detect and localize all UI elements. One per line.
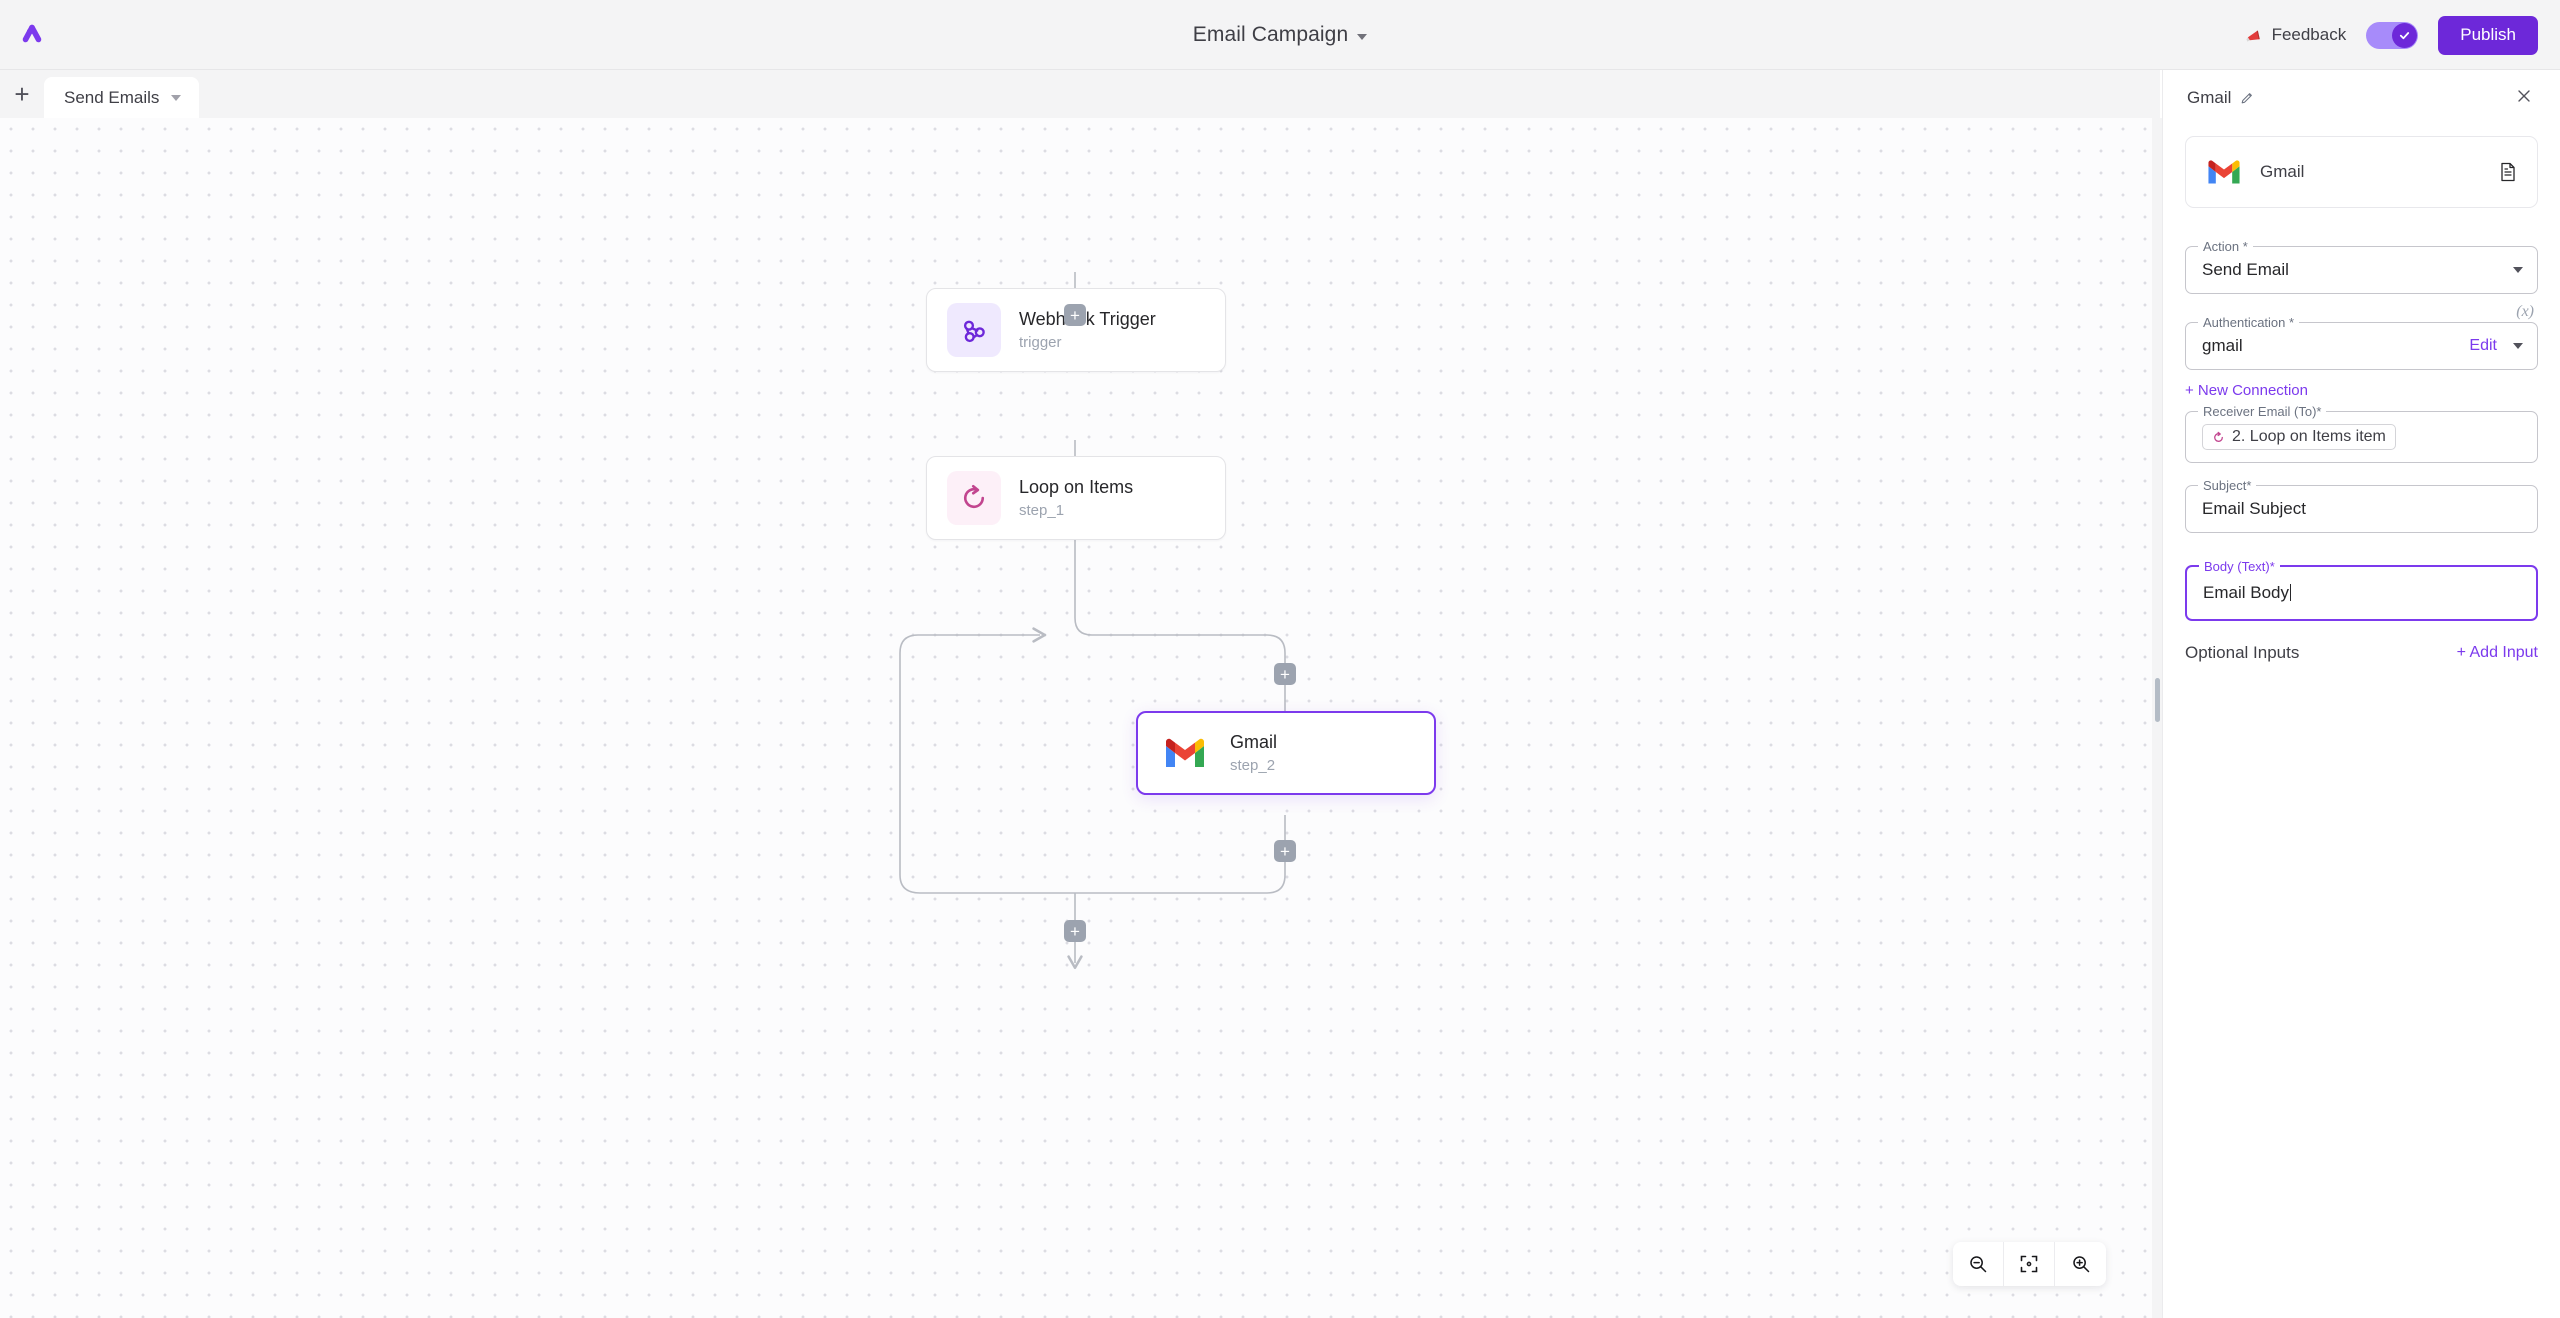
step-settings-panel: Gmail Gmail Action * Send <box>2162 70 2560 1318</box>
magnifier-plus-icon <box>2072 1256 2089 1273</box>
tab-send-emails[interactable]: Send Emails <box>44 77 200 118</box>
chevron-down-icon <box>2513 267 2523 273</box>
panel-title: Gmail <box>2187 88 2232 107</box>
node-text: Gmail step_2 <box>1230 732 1277 774</box>
loop-icon <box>963 484 985 509</box>
page-title: Email Campaign <box>1192 23 1349 46</box>
publish-toggle[interactable] <box>2366 21 2419 49</box>
action-value: Send Email <box>2202 260 2289 279</box>
node-title: Webhook Trigger <box>1019 309 1156 329</box>
node-title: Gmail <box>1230 732 1278 752</box>
node-subtitle: trigger <box>1019 334 1062 351</box>
node-subtitle: step_1 <box>1019 502 1065 519</box>
body-value: Email Body <box>2203 583 2289 602</box>
chevron-down-icon <box>171 94 182 101</box>
magnifier-minus-icon <box>1970 1256 1987 1273</box>
body-label: Body (Text)* <box>2199 559 2280 574</box>
piece-card[interactable]: Gmail <box>2185 136 2538 208</box>
add-tab-button[interactable]: + <box>14 79 30 109</box>
edit-connection-link[interactable]: Edit <box>2469 337 2497 354</box>
node-loop-on-items[interactable]: Loop on Items step_1 <box>926 456 1226 540</box>
node-subtitle: step_2 <box>1230 757 1276 774</box>
node-title: Loop on Items <box>1019 477 1134 497</box>
node-webhook-trigger[interactable]: Webhook Trigger trigger <box>926 288 1226 372</box>
zoom-in-button[interactable] <box>2055 1242 2106 1286</box>
document-icon[interactable] <box>2499 162 2517 182</box>
body-text-input[interactable]: Body (Text)* Email Body <box>2185 559 2538 621</box>
gmail-icon <box>2208 160 2240 184</box>
node-text: Loop on Items step_1 <box>1019 477 1133 519</box>
action-label: Action * <box>2198 239 2253 254</box>
variable-icon[interactable]: (x) <box>2516 303 2534 320</box>
header-center: Email Campaign <box>0 0 2560 70</box>
panel-title-group[interactable]: Gmail <box>2187 88 2254 108</box>
authentication-group: (x) Authentication * gmail Edit <box>2163 303 2560 370</box>
panel-resize-handle[interactable] <box>2152 118 2162 1318</box>
feedback-label: Feedback <box>2271 25 2347 44</box>
chip-text: 2. Loop on Items item <box>2232 428 2386 445</box>
panel-header: Gmail <box>2163 70 2560 126</box>
toggle-knob <box>2392 22 2418 48</box>
authentication-select[interactable]: Authentication * gmail Edit <box>2185 315 2538 370</box>
tab-label: Send Emails <box>64 87 160 107</box>
receiver-email-label: Receiver Email (To)* <box>2198 404 2327 419</box>
loop-icon <box>2214 431 2223 442</box>
receiver-email-input[interactable]: Receiver Email (To)* 2. Loop on Items it… <box>2185 404 2538 463</box>
optional-inputs-label: Optional Inputs <box>2185 643 2300 662</box>
node-text: Webhook Trigger trigger <box>1019 309 1156 351</box>
feedback-button[interactable]: Feedback <box>2245 25 2347 45</box>
flow-title-dropdown[interactable]: Email Campaign <box>1192 23 1368 47</box>
optional-inputs-row: Optional Inputs + Add Input <box>2185 643 2538 663</box>
close-icon[interactable] <box>2516 88 2532 108</box>
header-actions: Feedback Publish <box>2245 0 2538 70</box>
new-connection-link[interactable]: + New Connection <box>2185 382 2308 399</box>
add-input-button[interactable]: + Add Input <box>2456 644 2538 661</box>
subject-input[interactable]: Subject* Email Subject <box>2185 478 2538 533</box>
fit-screen-icon <box>2020 1255 2038 1273</box>
add-step-button[interactable]: + <box>1274 663 1296 685</box>
add-step-button[interactable]: + <box>1274 840 1296 862</box>
gmail-icon <box>1166 738 1204 767</box>
variable-chip[interactable]: 2. Loop on Items item <box>2202 424 2396 450</box>
node-gmail[interactable]: Gmail step_2 <box>1136 711 1436 795</box>
activepieces-logo-icon <box>22 24 42 42</box>
zoom-controls <box>1953 1242 2106 1286</box>
subject-label: Subject* <box>2198 478 2257 493</box>
app-logo[interactable] <box>4 0 60 70</box>
resize-grip <box>2155 678 2160 722</box>
authentication-value: gmail <box>2202 336 2243 355</box>
action-select[interactable]: Action * Send Email <box>2185 239 2538 294</box>
add-step-button[interactable]: + <box>1064 920 1086 942</box>
top-header: Email Campaign Feedback Publish <box>0 0 2560 70</box>
flow-canvas[interactable]: Webhook Trigger trigger Loop on Items st… <box>0 118 2152 1318</box>
authentication-label: Authentication * <box>2198 315 2300 330</box>
add-step-button[interactable]: + <box>1064 304 1086 326</box>
publish-button[interactable]: Publish <box>2438 15 2538 55</box>
megaphone-icon <box>2245 30 2260 42</box>
webhook-icon <box>963 320 985 343</box>
check-icon <box>2400 31 2410 39</box>
node-icon-wrapper <box>947 303 1001 357</box>
chevron-down-icon <box>2513 343 2523 349</box>
zoom-out-button[interactable] <box>1953 1242 2004 1286</box>
piece-name: Gmail <box>2260 162 2305 181</box>
node-icon-wrapper <box>947 471 1001 525</box>
chevron-down-icon <box>1357 33 1368 40</box>
pencil-icon[interactable] <box>2240 91 2254 105</box>
node-icon-wrapper <box>1158 726 1212 780</box>
fit-view-button[interactable] <box>2004 1242 2055 1286</box>
flow-tab-strip: + Send Emails <box>0 70 2160 118</box>
subject-value: Email Subject <box>2202 499 2306 518</box>
